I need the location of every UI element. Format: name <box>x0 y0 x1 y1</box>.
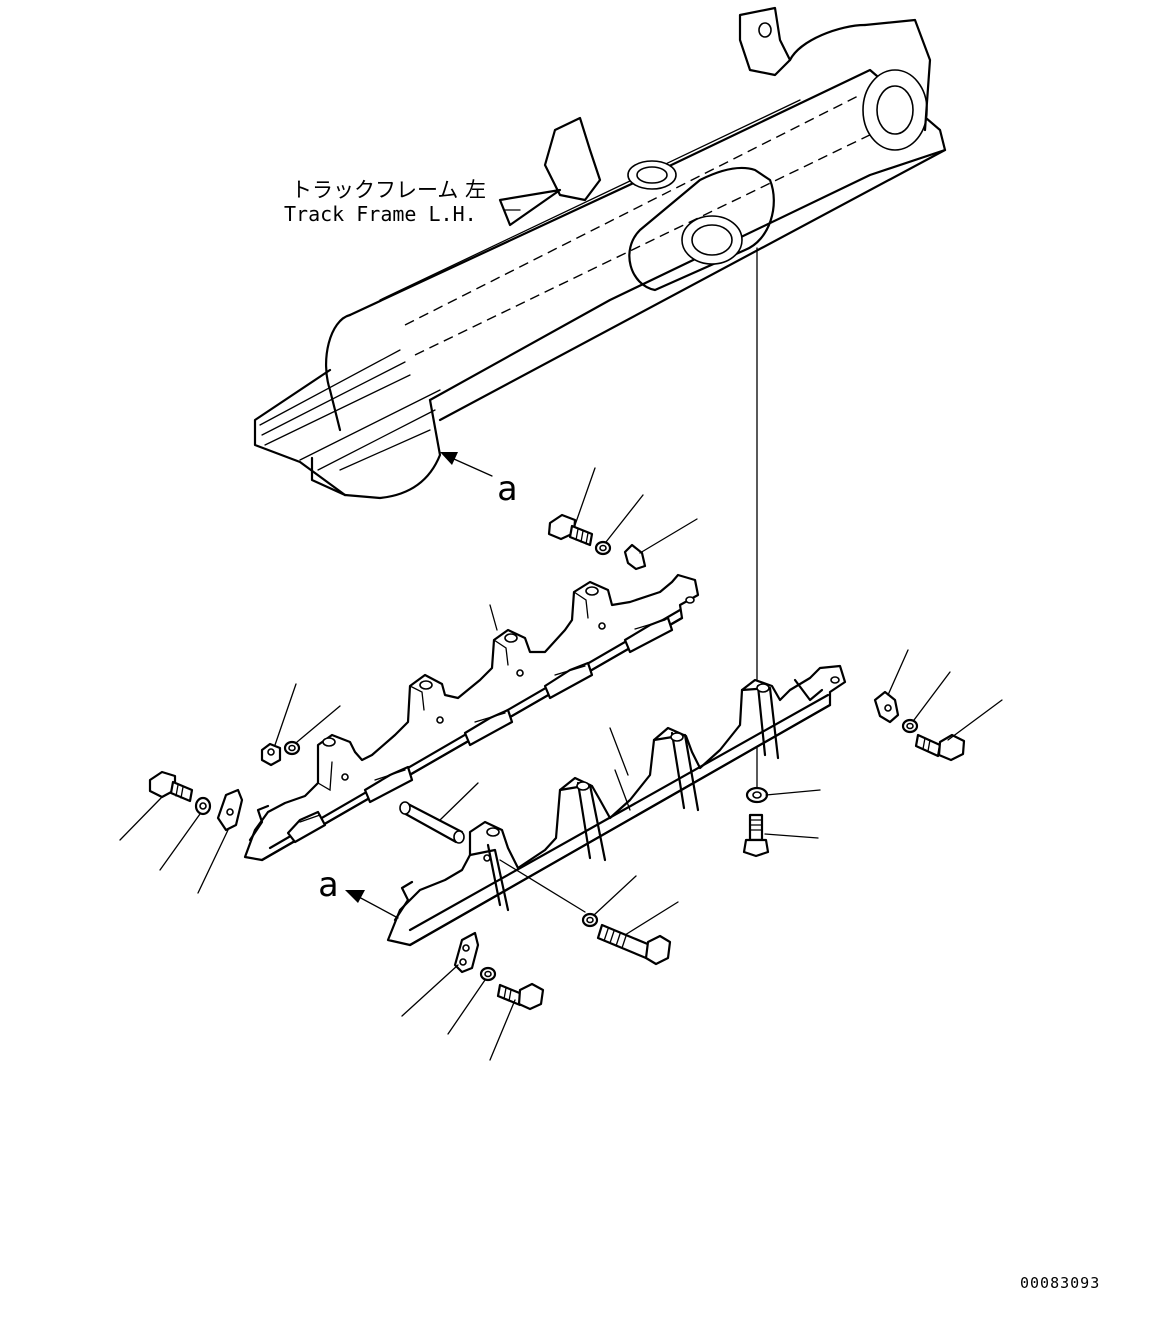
washer-top <box>594 494 644 556</box>
drawing-number: 00083093 <box>1020 1274 1100 1292</box>
spacer-pin <box>399 782 479 844</box>
bolt-right <box>914 699 1003 762</box>
view-arrow-bottom-label: a <box>318 865 338 905</box>
view-arrow-top-label: a <box>497 469 517 509</box>
washer-lower-center <box>499 859 637 928</box>
bolt-center-vertical <box>742 813 819 858</box>
nut-plate-right <box>873 649 909 724</box>
bolt-left <box>119 770 194 841</box>
bolt-lower-long <box>596 901 679 966</box>
washer-center <box>745 786 821 804</box>
track-frame-lh <box>253 6 947 500</box>
washer-bottom <box>447 966 497 1035</box>
view-arrow-top: a <box>440 452 517 509</box>
bolt-top <box>547 467 596 547</box>
bolt-bottom <box>489 982 545 1061</box>
frame-label-jp: トラックフレーム 左 <box>291 178 486 202</box>
washer-left-upper <box>283 705 341 756</box>
view-arrow-bottom: a <box>318 865 399 919</box>
track-guard-lower <box>386 664 847 947</box>
top-hardware-group <box>547 467 698 571</box>
nut-plate-top <box>623 518 698 571</box>
track-guard-upper <box>243 573 700 862</box>
plate-bottom <box>401 931 480 1017</box>
track-frame-label: トラックフレーム 左 Track Frame L.H. <box>284 178 486 226</box>
plate-left <box>197 788 244 894</box>
washer-left <box>159 796 212 871</box>
nut-left-upper <box>260 683 297 767</box>
frame-label-en: Track Frame L.H. <box>284 202 477 226</box>
washer-right <box>901 671 951 734</box>
